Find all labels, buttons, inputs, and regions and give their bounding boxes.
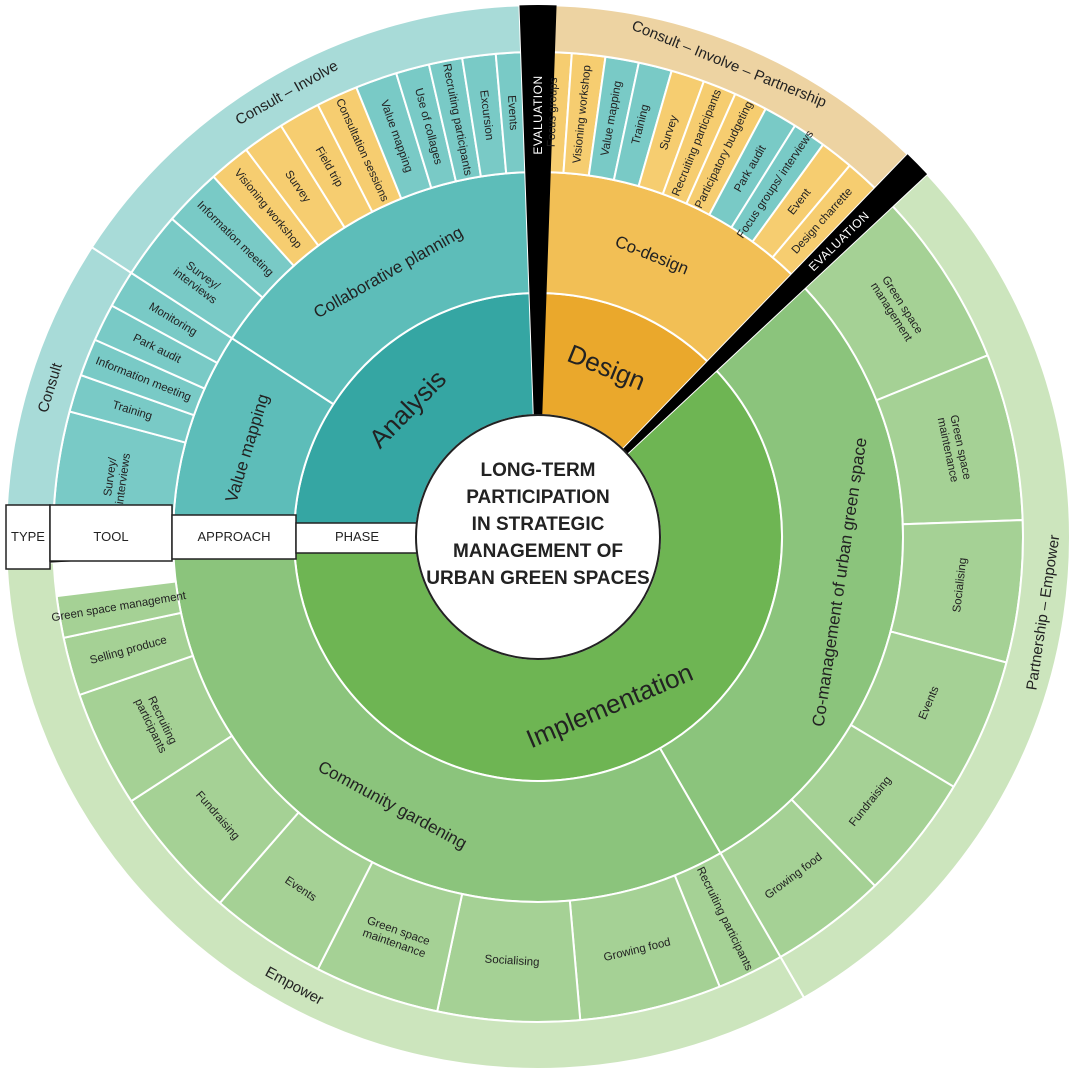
key-phase-label: PHASE (335, 529, 379, 544)
center-title-line-2: PARTICIPATION (466, 487, 610, 508)
evaluation-divider-0-label: EVALUATION (531, 75, 545, 154)
key-type-label: TYPE (11, 529, 45, 544)
center-circle: LONG-TERM PARTICIPATION IN STRATEGIC MAN… (415, 414, 661, 660)
wheel-key: TYPE TOOL APPROACH PHASE (5, 504, 419, 570)
evaluation-divider-0 (519, 4, 557, 416)
key-tool-label: TOOL (93, 529, 128, 544)
phase-0-type-1-segment (90, 4, 523, 275)
center-title-line-5: URBAN GREEN SPACES (426, 568, 649, 589)
phase-2-approach-1-tool-2-label: Socialising (484, 954, 540, 969)
phase-1-approach-0-tool-0-label: Focus groups (546, 77, 560, 147)
key-phase-cell (295, 522, 419, 554)
center-title-line-3: IN STRATEGIC (472, 514, 605, 535)
center-title-line-4: MANAGEMENT OF (453, 541, 623, 562)
key-approach-label: APPROACH (198, 529, 271, 544)
wheel-rings (5, 3, 1071, 1070)
phase-1-type-0-segment (537, 3, 909, 190)
center-title-line-1: LONG-TERM (480, 460, 595, 481)
phase-0-approach-1-tool-10-label: Events (505, 95, 519, 131)
center-disc (415, 414, 661, 660)
evaluation-divider-1 (622, 154, 928, 454)
